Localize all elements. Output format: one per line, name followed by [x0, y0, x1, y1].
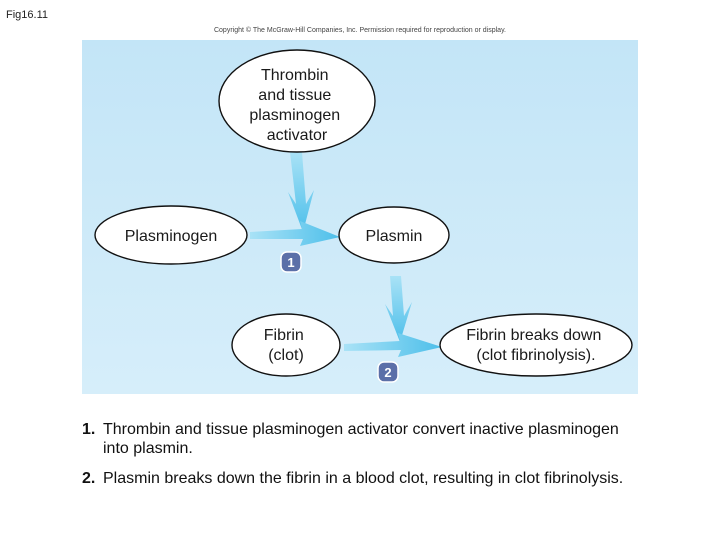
- node-plasminogen: Plasminogen: [94, 205, 248, 265]
- fibrin-line: (clot): [268, 347, 304, 364]
- svg-text:Plasminogen: Plasminogen: [125, 228, 218, 245]
- node-fibrinolysis: Fibrin breaks down (clot fibrinolysis).: [439, 313, 633, 377]
- activator-line: activator: [267, 127, 328, 144]
- activator-down-arrow: [288, 152, 314, 232]
- caption-text: Thrombin and tissue plasminogen activato…: [103, 421, 619, 457]
- figure-label: Fig16.11: [6, 9, 48, 21]
- step-number: 1: [287, 255, 294, 270]
- plasminogen-to-plasmin-arrow: [250, 221, 340, 246]
- fibrinolysis-line: (clot fibrinolysis).: [476, 347, 595, 364]
- caption-item: 1. Thrombin and tissue plasminogen activ…: [82, 420, 642, 458]
- plasmin-label: Plasmin: [366, 228, 423, 245]
- pathway-diagram: Thrombin and tissue plasminogen activato…: [94, 49, 633, 383]
- svg-text:Plasmin: Plasmin: [366, 228, 423, 245]
- plasmin-down-arrow: [385, 276, 412, 342]
- caption-item: 2. Plasmin breaks down the fibrin in a b…: [82, 469, 642, 488]
- caption-text: Plasmin breaks down the fibrin in a bloo…: [103, 470, 624, 487]
- fibrin-line: Fibrin: [264, 327, 304, 344]
- activator-line: Thrombin: [261, 67, 329, 84]
- fibrinolysis-line: Fibrin breaks down: [466, 327, 601, 344]
- node-plasmin: Plasmin: [338, 206, 450, 264]
- svg-text:Thrombin and tissue: Thrombin and tissue plasminogen activato…: [249, 67, 344, 144]
- activator-line: and tissue: [258, 87, 331, 104]
- node-activator: Thrombin and tissue plasminogen activato…: [218, 49, 376, 153]
- fibrin-to-fibrinolysis-arrow: [344, 333, 442, 357]
- caption-number: 2.: [82, 470, 96, 487]
- step-badge-1: 1: [280, 251, 302, 273]
- step-badge-2: 2: [377, 361, 399, 383]
- caption-number: 1.: [82, 421, 96, 438]
- activator-line: plasminogen: [249, 107, 340, 124]
- svg-text:Fibrin (clot): Fibrin (clot): [264, 327, 308, 364]
- copyright-notice: Copyright © The McGraw-Hill Companies, I…: [213, 27, 506, 34]
- plasminogen-label: Plasminogen: [125, 228, 218, 245]
- step-number: 2: [384, 365, 391, 380]
- svg-text:Fibrin breaks down (cl: Fibrin breaks down (clot fibrinolysis).: [466, 327, 606, 364]
- caption-list: 1. Thrombin and tissue plasminogen activ…: [82, 420, 642, 499]
- diagram-panel: Thrombin and tissue plasminogen activato…: [82, 40, 638, 394]
- node-fibrin: Fibrin (clot): [231, 313, 341, 377]
